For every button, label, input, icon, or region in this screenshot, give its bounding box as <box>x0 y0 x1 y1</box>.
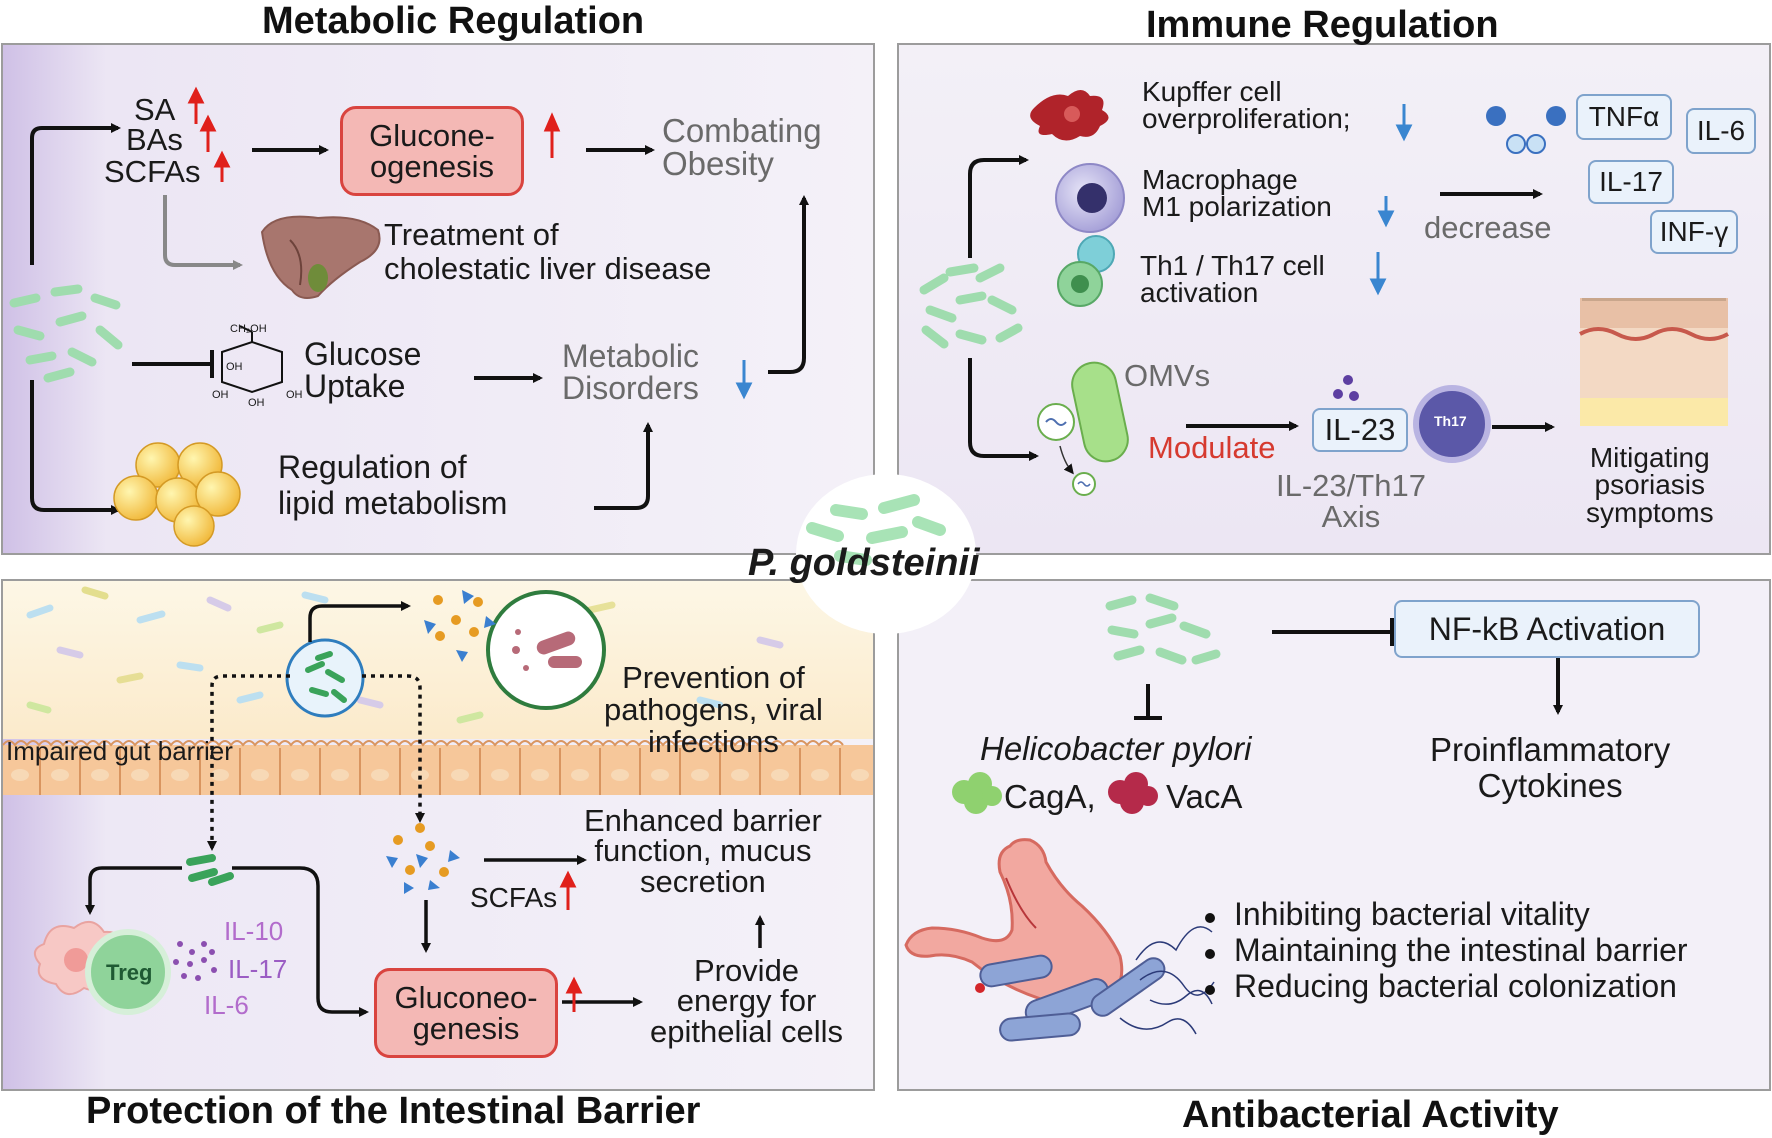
combating-obesity-label: Combating Obesity <box>662 112 822 182</box>
cytokine-dots-icon <box>1486 106 1566 154</box>
decrease-label: decrease <box>1424 210 1552 245</box>
glucose-oh-label-3: OH <box>248 397 265 409</box>
down-arrows-immune <box>1369 104 1413 296</box>
epithelium-layer <box>2 740 873 795</box>
pgoldsteinii-bacteria-left <box>9 284 123 383</box>
skin-block-icon <box>1579 298 1729 426</box>
prevention-label: Prevention of pathogens, viral infection… <box>604 660 823 760</box>
glucose-oh-label-2: OH <box>212 389 229 401</box>
caga-label: CagA, <box>1004 778 1096 815</box>
nfkb-activation-box: NF-kB Activation <box>1394 600 1700 658</box>
il10-label: IL-10 <box>224 916 284 946</box>
scfas-barrier-label: SCFAs <box>470 882 558 913</box>
th17-label: Th17 <box>1434 413 1467 429</box>
glucose-oh-label-4: OH <box>286 389 303 401</box>
gluconeogenesis-box-barrier: Gluconeo- genesis <box>374 968 558 1058</box>
vaca-icon <box>1108 772 1158 814</box>
axis-label: IL-23/Th17 Axis <box>1276 468 1426 534</box>
treg-label: Treg <box>106 960 153 985</box>
il23-box: IL-23 <box>1312 408 1408 452</box>
glucose-oh-label-1: OH <box>226 361 243 373</box>
il6-barrier-label: IL-6 <box>204 990 249 1020</box>
omv-bacterium-icon <box>1037 361 1129 496</box>
treg-cell-icon <box>85 929 171 1015</box>
pgoldsteinii-label: P. goldsteinii <box>748 542 980 584</box>
cytokine-il17: IL-17 <box>1588 160 1674 204</box>
vaca-label: VacA <box>1166 778 1243 815</box>
up-arrows-metabolic <box>187 86 561 182</box>
treg-cytokine-dots <box>173 941 217 981</box>
psoriasis-label: Mitigating psoriasis symptoms <box>1586 442 1714 528</box>
th17-cell-icon <box>1413 385 1491 463</box>
barrier-title: Protection of the Intestinal Barrier <box>86 1090 701 1132</box>
macrophage-label: Macrophage M1 polarization <box>1142 164 1332 223</box>
pgoldsteinii-bacteria-right <box>919 263 1023 349</box>
energy-label: Provide energy for epithelial cells <box>650 953 843 1049</box>
metabolite-particles-lower <box>386 823 460 894</box>
lipid-droplets-icon <box>113 442 241 547</box>
il23-dots-icon <box>1333 375 1359 401</box>
sa-label: SA <box>134 92 176 127</box>
enhanced-barrier-label: Enhanced barrier function, mucus secreti… <box>584 803 822 899</box>
glucose-molecule-icon <box>221 325 283 394</box>
down-arrow-metabolic-disorders <box>735 360 753 400</box>
lipid-regulation-label: Regulation of lipid metabolism <box>278 449 508 521</box>
hpylori-label: Helicobacter pylori <box>980 730 1252 767</box>
metabolic-title: Metabolic Regulation <box>262 0 645 42</box>
microbe-cluster-icon <box>285 638 365 718</box>
bullet-1: Inhibiting bacterial vitality <box>1234 896 1590 932</box>
hpylori-bacteria-icon <box>979 926 1215 1042</box>
glucose-ch2oh-label: CH₂OH <box>230 323 267 335</box>
glucose-uptake-label: Glucose Uptake <box>304 336 422 404</box>
antibacterial-title: Antibacterial Activity <box>1182 1094 1559 1136</box>
bas-label: BAs <box>126 122 183 157</box>
pgoldsteinii-bacteria-antibacterial <box>1105 593 1221 665</box>
th-activation-label: Th1 / Th17 cell activation <box>1140 250 1325 309</box>
immune-title: Immune Regulation <box>1146 4 1499 46</box>
up-arrows-barrier <box>559 870 583 1012</box>
modulate-label: Modulate <box>1148 430 1276 465</box>
cytokine-infg: INF-γ <box>1650 210 1738 254</box>
metabolic-disorders-label: Metabolic Disorders <box>562 338 699 406</box>
proinflammatory-label: Proinflammatory Cytokines <box>1430 731 1671 805</box>
caga-icon <box>952 772 1002 814</box>
stomach-icon <box>904 838 1124 1008</box>
liver-icon <box>260 215 381 299</box>
kupffer-label: Kupffer cell overproliferation; <box>1142 76 1351 135</box>
bullet-3: Reducing bacterial colonization <box>1234 968 1677 1004</box>
cytokine-tnfa: TNFα <box>1576 94 1672 140</box>
bullet-2: Maintaining the intestinal barrier <box>1234 932 1688 968</box>
center-bacteria <box>806 494 946 566</box>
omvs-label: OMVs <box>1124 358 1211 393</box>
bullet-dots <box>1205 913 1215 995</box>
liver-treatment-label: Treatment of cholestatic liver disease <box>384 217 712 287</box>
bacteria-treg-side <box>186 854 234 886</box>
metabolite-particles-top <box>424 590 496 662</box>
scfas-label: SCFAs <box>104 154 201 189</box>
il17-barrier-label: IL-17 <box>228 954 288 984</box>
gluconeogenesis-box-metabolic: Glucone- ogenesis <box>340 106 524 196</box>
cytokine-il6: IL-6 <box>1686 108 1756 154</box>
impaired-gut-barrier-label: Impaired gut barrier <box>6 736 233 766</box>
th-cells-icon <box>1057 235 1115 307</box>
